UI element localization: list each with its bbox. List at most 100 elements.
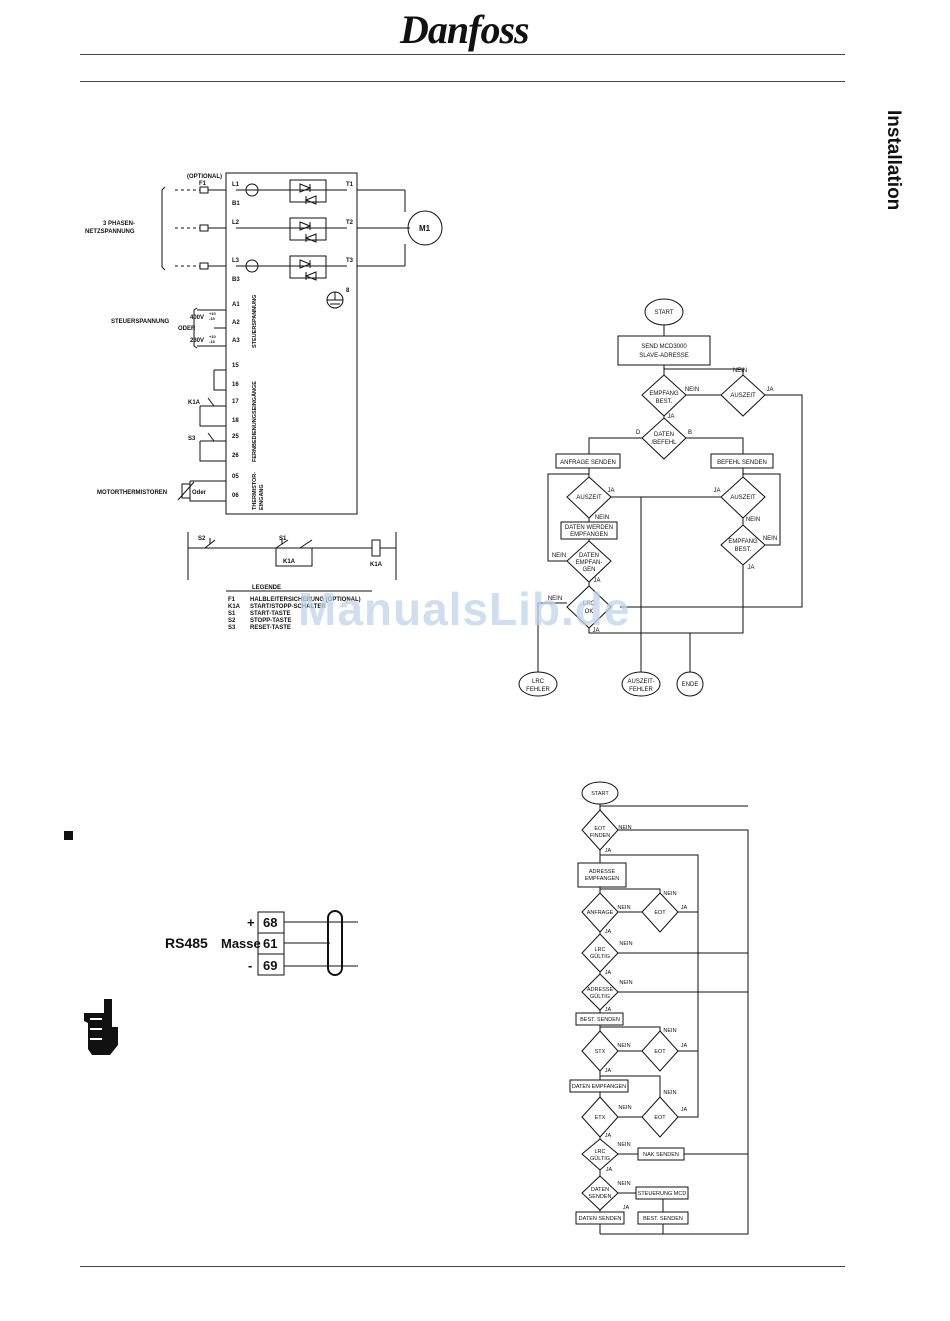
f2-eot-1: EOT — [654, 910, 666, 916]
header-rule-bottom — [80, 81, 845, 82]
voltage-230-tol-minus: -15 — [209, 339, 216, 344]
f2-daten-senden-1: DATEN — [591, 1187, 609, 1193]
terminal-l3: L3 — [232, 258, 240, 264]
masse-label: Masse — [221, 936, 261, 951]
three-phase-label-2: NETZSPANNUNG — [85, 229, 135, 235]
f1-befehl-senden: BEFEHL SENDEN — [717, 460, 767, 466]
f2-daten-empfangen: DATEN EMPFANGEN — [572, 1084, 626, 1090]
f2-nein-8: NEIN — [618, 1105, 631, 1111]
f1-start: START — [654, 310, 673, 316]
f1-nein-2: NEIN — [733, 368, 747, 374]
f2-ja-10: JA — [606, 1167, 613, 1173]
terminal-15: 15 — [232, 363, 239, 369]
f1-nein-1: NEIN — [685, 387, 699, 393]
terminal-05: 05 — [232, 474, 239, 480]
f2-nein-9: NEIN — [663, 1090, 676, 1096]
f2-etx: ETX — [595, 1115, 606, 1121]
f1-empfang-1: EMPFANG — [649, 391, 679, 397]
k1a-aux-label: K1A — [283, 559, 296, 565]
f1-empfang-2: BEST. — [656, 399, 673, 405]
f2-nein-2: NEIN — [617, 905, 630, 911]
f2-ja-5: JA — [605, 1007, 612, 1013]
f1-ja-1: JA — [766, 387, 773, 393]
f1-daten-empf-1: DATEN — [579, 553, 599, 559]
f1-auszeit-fehler-2: FEHLER — [629, 687, 653, 693]
f2-eot-3: EOT — [654, 1115, 666, 1121]
note-hand-icon — [84, 999, 118, 1055]
f2-lrc-2: GÜLTIG — [590, 953, 610, 960]
f2-nein-3: NEIN — [663, 891, 676, 897]
terminal-06: 06 — [232, 493, 239, 499]
vertical-steuerspannung: STEUERSPANNUNG — [252, 295, 258, 348]
f2-nein-6: NEIN — [617, 1043, 630, 1049]
f2-nein-10: NEIN — [617, 1142, 630, 1148]
f1-daten-2: /BEFEHL — [651, 440, 677, 446]
legend-desc-s1: START-TASTE — [250, 611, 290, 617]
terminal-68: 68 — [263, 915, 277, 930]
f1-empfang-best-2: BEST. — [735, 547, 752, 553]
f2-eot-finden-1: EOT — [594, 826, 606, 832]
motor-label: M1 — [419, 224, 431, 233]
f1-auszeit-fehler-1: AUSZEIT- — [627, 679, 654, 685]
f1-ja-7: JA — [592, 628, 599, 634]
f2-nein-11: NEIN — [617, 1181, 630, 1187]
f1-auszeit-right: AUSZEIT — [730, 495, 756, 501]
f1-daten-werden-2: EMPFANGEN — [570, 532, 608, 538]
f1-ja-6: JA — [747, 565, 754, 571]
s2-label: S2 — [198, 536, 206, 542]
f2-adresse-empf-1: ADRESSE — [589, 869, 616, 875]
f2-daten-senden-2: SENDEN — [589, 1194, 612, 1200]
f2-best-senden-1: BEST. SENDEN — [580, 1017, 620, 1023]
oder-label: ODER — [178, 326, 196, 332]
f1-nein-7: NEIN — [548, 596, 562, 602]
terminal-b3: B3 — [232, 277, 240, 283]
f1-ende: ENDE — [682, 682, 699, 688]
f2-eot-2: EOT — [654, 1049, 666, 1055]
f1-daten-1: DATEN — [654, 432, 674, 438]
f1-empfang-best-1: EMPFANG — [728, 539, 758, 545]
f2-nein-7: NEIN — [663, 1028, 676, 1034]
f1-b: B — [688, 430, 692, 436]
watermark: ManualsLib.de — [298, 583, 631, 635]
legend-desc-f1: HALBLEITERSICHERUNG (OPTIONAL) — [250, 597, 361, 603]
f2-start: START — [591, 791, 609, 797]
s1-label: S1 — [279, 536, 287, 542]
voltage-400-tol-plus: +10 — [209, 311, 217, 316]
f2-lrc-b-2: GÜLTIG — [590, 1155, 610, 1162]
legend-desc-s3: RESET-TASTE — [250, 625, 291, 631]
oder-thermistor-label: Oder — [192, 490, 207, 496]
legend-code-f1: F1 — [228, 597, 236, 603]
f2-nak-senden: NAK SENDEN — [643, 1152, 679, 1158]
voltage-400-tol-minus: -15 — [209, 316, 216, 321]
terminal-16: 16 — [232, 382, 239, 388]
danfoss-logo: Danfoss — [400, 7, 530, 52]
header-rule-top — [80, 54, 845, 55]
footer-rule — [80, 1266, 845, 1267]
vertical-thermistor-2: EINGANG — [259, 484, 265, 510]
section-tab: Installation — [883, 110, 904, 211]
f2-steuerung-mcd: STEUERUNG MCD — [638, 1191, 687, 1197]
f2-nein-4: NEIN — [619, 941, 632, 947]
voltage-230-tol-plus: +10 — [209, 334, 217, 339]
legend-code-k1a: K1A — [228, 604, 241, 610]
terminal-69: 69 — [263, 958, 277, 973]
plus-label: + — [247, 915, 255, 930]
f1-send-1: SEND MCD3000 — [641, 344, 687, 350]
f1-nein-4: NEIN — [746, 517, 760, 523]
f1-lrc-fehler-2: FEHLER — [526, 687, 550, 693]
f1-auszeit-top: AUSZEIT — [730, 393, 756, 399]
terminal-l2: L2 — [232, 220, 240, 226]
terminal-t3: T3 — [346, 258, 354, 264]
f2-adresse-empf-2: EMPFANGEN — [585, 876, 620, 882]
terminal-t2: T2 — [346, 220, 354, 226]
minus-label: - — [248, 958, 252, 973]
f2-anfrage: ANFRAGE — [587, 910, 614, 916]
legend-title: LEGENDE — [252, 585, 281, 591]
legend-code-s2: S2 — [228, 618, 236, 624]
legend-desc-s2: STOPP-TASTE — [250, 618, 291, 624]
f2-adresse-gultig-1: ADRESSE — [587, 987, 614, 993]
f1-ja-4: JA — [713, 488, 720, 494]
slave-flowchart: START EOT FINDEN NEIN JA ADRESSE EMPFANG… — [569, 781, 749, 1235]
f2-eot-finden-2: FINDEN — [590, 833, 611, 839]
f2-lrc-b-1: LRC — [594, 1149, 605, 1155]
